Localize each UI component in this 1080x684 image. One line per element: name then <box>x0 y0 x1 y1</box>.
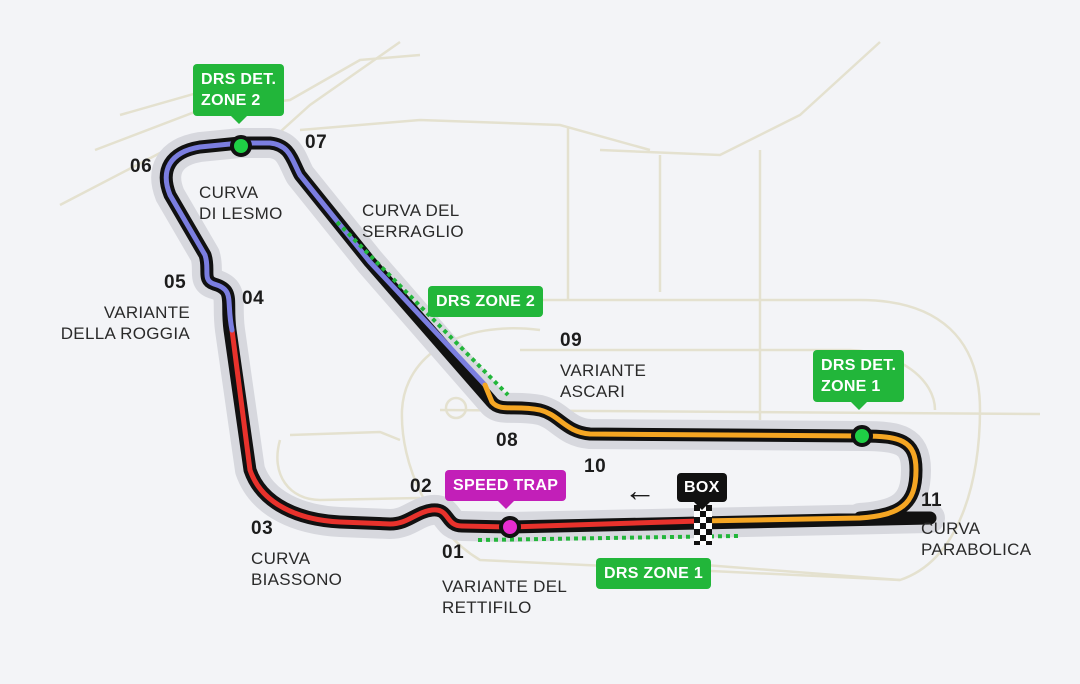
roundabout <box>444 396 468 420</box>
drs-zone-1-tag: DRS ZONE 1 <box>596 558 712 589</box>
speed-trap-point <box>499 516 521 538</box>
turn-09-number: 09 <box>560 330 583 351</box>
road <box>540 298 982 582</box>
road <box>94 53 421 152</box>
sector-1-line <box>229 327 703 530</box>
turn-01-number: 01 <box>442 542 465 563</box>
drs-detection-zone-1-tag: DRS DET.ZONE 1 <box>813 350 905 410</box>
finish-line-flag <box>694 505 712 545</box>
turn-06-number: 06 <box>130 156 153 177</box>
drs-zone-2-tag: DRS ZONE 2 <box>428 286 544 317</box>
turn-07-number: 07 <box>305 132 328 153</box>
direction-arrow-icon: ← <box>624 472 656 508</box>
turn-11-number: 11 <box>921 490 943 511</box>
box-tag: BOX <box>677 473 727 510</box>
turn-10-number: 10 <box>584 456 607 477</box>
speed-trap-tag: SPEED TRAP <box>445 470 567 509</box>
road <box>299 118 651 152</box>
drs-zone-2-dots <box>335 220 510 397</box>
turn-03-number: 03 <box>251 518 274 539</box>
turn-08-number: 08 <box>496 430 519 451</box>
turn-05-number: 05 <box>164 272 187 293</box>
drs-detection-point-1 <box>851 425 873 447</box>
turn-04-number: 04 <box>242 288 265 309</box>
sector-2-line <box>163 140 488 388</box>
drs-detection-zone-2-tag: DRS DET.ZONE 2 <box>193 64 285 124</box>
drs-detection-point-2 <box>230 135 252 157</box>
road <box>599 41 881 157</box>
road <box>276 439 421 502</box>
road <box>289 430 401 442</box>
turn-02-number: 02 <box>410 476 433 497</box>
